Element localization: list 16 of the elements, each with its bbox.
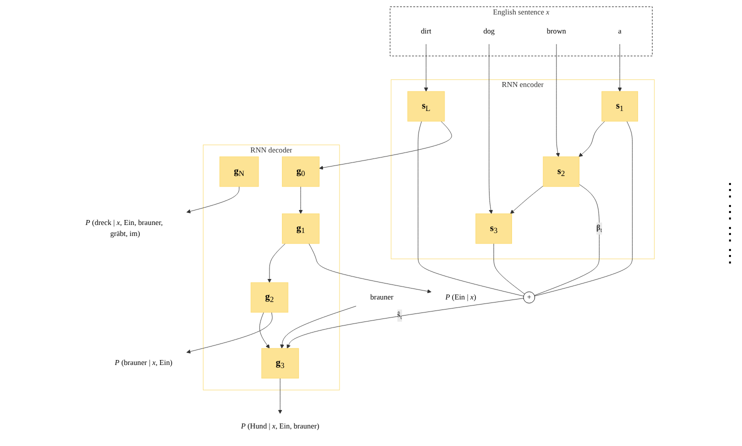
node-box: g$_{1}$	[282, 214, 320, 244]
node-box: g$_{0}$	[282, 156, 320, 187]
node-box: s$_{2}$	[542, 156, 580, 187]
node-box: g$_{N}$	[220, 156, 259, 187]
ellipsis-mark: ⋮	[721, 179, 739, 201]
node-box: g$_{3}$	[261, 348, 299, 378]
ellipsis-mark: ⋮	[721, 223, 739, 245]
node-box: s$_{1}$	[602, 91, 638, 122]
node-box: s$_{L}$	[407, 91, 445, 122]
node-box: g$_{2}$	[250, 282, 288, 313]
connector	[418, 121, 524, 296]
ellipsis-mark: ⋮	[721, 201, 739, 223]
connector	[494, 243, 525, 294]
connector	[534, 184, 600, 296]
ellipsis-mark: ⋮	[721, 245, 739, 267]
node-box: s$_{3}$	[476, 214, 512, 244]
